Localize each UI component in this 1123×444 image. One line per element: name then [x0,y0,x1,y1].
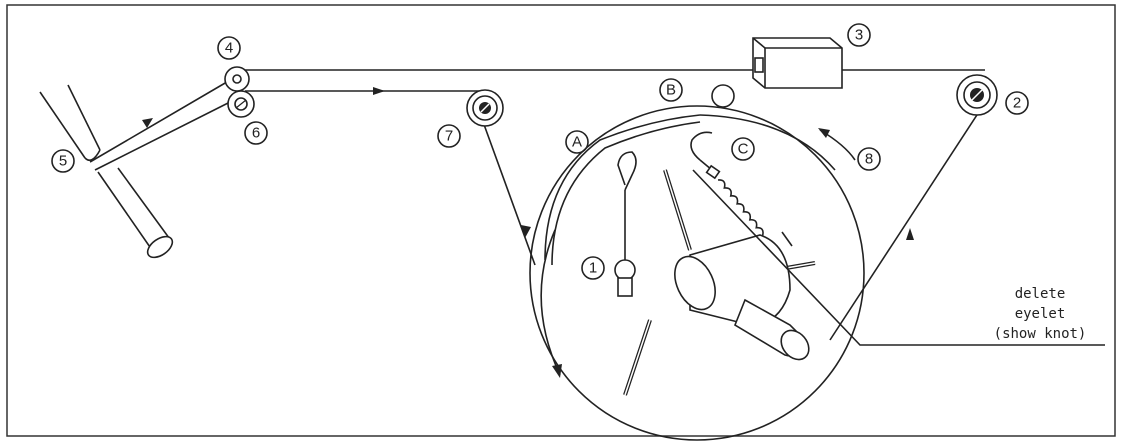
svg-text:2: 2 [1013,95,1021,112]
tension-roller-6 [227,90,255,118]
svg-text:1: 1 [589,260,597,277]
hook-a [617,151,637,262]
svg-text:A: A [572,134,582,151]
callout-1: 1 [581,256,605,280]
note-line-2: eyelet [1015,306,1066,322]
svg-text:4: 4 [225,40,233,57]
callout-6: 6 [244,121,268,145]
callout-8: 8 [857,147,881,171]
thread-path [89,69,991,341]
spindle-5 [39,84,174,259]
hook-b [690,131,713,161]
guide-roller-4 [224,66,250,92]
note-line-1: delete [1015,286,1066,302]
callout-4: 4 [217,36,241,60]
callout-a: A [565,130,589,154]
svg-text:C: C [738,141,749,158]
winding-disc [529,105,865,441]
callout-2: 2 [1005,91,1029,115]
svg-text:5: 5 [59,153,67,170]
callout-7: 7 [437,124,461,148]
eyelet-note: delete eyelet (show knot) [994,286,1087,342]
callout-5: 5 [51,149,75,173]
svg-text:B: B [666,82,676,99]
rotation-arrow-left [540,229,561,376]
svg-text:3: 3 [855,27,863,44]
drive-shaft [674,234,810,361]
callout-3: 3 [847,23,871,47]
spring-c [699,159,793,247]
callout-b: B [659,78,683,102]
svg-text:7: 7 [445,128,453,145]
svg-text:6: 6 [252,125,260,142]
diagram-frame [6,4,1116,437]
pulley-2 [956,74,998,116]
pulley-7 [466,89,504,127]
svg-text:8: 8 [865,151,873,168]
note-leader-line [692,169,1105,346]
callout-c: C [731,137,755,161]
sensor-block-3 [752,37,843,89]
post-1 [614,259,636,297]
note-line-3: (show knot) [994,326,1087,342]
eyelet-guide [711,84,735,108]
